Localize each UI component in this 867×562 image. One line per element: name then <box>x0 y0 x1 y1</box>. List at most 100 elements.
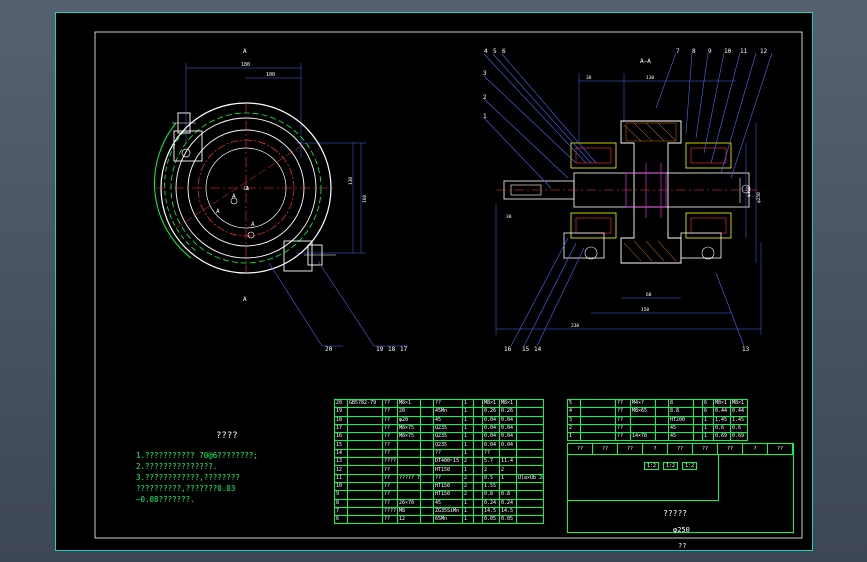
bom-cell: 0.5 <box>482 473 500 483</box>
svg-text:230: 230 <box>571 323 579 329</box>
bom-cell: 26×70 <box>397 498 421 508</box>
bom-cell <box>580 398 616 409</box>
bom-cell <box>347 481 383 492</box>
bom-cell: φ20 <box>397 415 421 425</box>
bom-cell <box>347 415 383 425</box>
bom-cell <box>516 423 544 434</box>
bom-cell: ?? <box>433 398 463 409</box>
callout-6: 6 <box>502 48 506 55</box>
bom-cell <box>347 407 383 417</box>
bom-cell <box>693 423 703 434</box>
callout-4: 4 <box>484 48 488 55</box>
bom-cell <box>473 490 483 500</box>
bom-cell <box>655 432 669 442</box>
bom-cell: 8 <box>668 398 694 409</box>
bom-cell: 17 <box>334 423 348 434</box>
bom-cell: 45Mn <box>433 407 463 417</box>
title-block-header-cell: ?? <box>693 444 718 454</box>
callout-11: 11 <box>740 48 748 55</box>
svg-text:φ160: φ160 <box>746 186 752 197</box>
bom-cell: 0.05 <box>499 515 517 525</box>
bom-cell: 11 <box>334 473 348 483</box>
bom-cell <box>473 448 483 459</box>
bom-cell <box>397 448 421 459</box>
bom-cell: 7 <box>334 506 348 517</box>
bom-cell: ?? <box>433 473 463 483</box>
bom-cell <box>347 506 383 517</box>
bom-cell: 0.26 <box>482 407 500 417</box>
bom-cell <box>420 498 434 508</box>
bom-cell: ZG35SiMn <box>433 506 463 517</box>
bom-cell <box>499 448 517 459</box>
note-line: ??????????,???????0.03 <box>136 484 236 493</box>
bom-cell <box>397 481 421 492</box>
bom-cell: M8×65 <box>630 407 656 417</box>
svg-text:60: 60 <box>646 292 652 298</box>
bom-cell: 0.8 <box>499 490 517 500</box>
bom-cell: 15 <box>334 440 348 450</box>
bom-cell: 10 <box>334 481 348 492</box>
bom-cell <box>347 498 383 508</box>
bom-cell: M8×1 <box>397 398 421 409</box>
bom-cell: 5 <box>567 398 581 409</box>
bom-cell: Q235 <box>433 423 463 434</box>
bom-cell: ?? <box>382 481 398 492</box>
title-block-header-cell: ? <box>643 444 668 454</box>
svg-text:180: 180 <box>241 62 250 68</box>
note-line: 3.????????????,???????? <box>136 473 240 482</box>
bom-cell <box>499 481 517 492</box>
svg-text:130: 130 <box>646 75 654 81</box>
svg-text:A: A <box>246 186 249 192</box>
title-block-header-cell: ?? <box>618 444 643 454</box>
bom-cell <box>473 398 483 409</box>
bom-cell: 11.4 <box>499 457 517 467</box>
bom-cell <box>347 440 383 450</box>
bom-row: 14????1?? <box>334 448 544 459</box>
bom-cell <box>693 398 703 409</box>
bom-cell <box>473 457 483 467</box>
bom-cell: 0.05 <box>482 515 500 525</box>
svg-text:38: 38 <box>586 75 592 81</box>
bom-cell: ?? <box>382 448 398 459</box>
bom-cell: 4 <box>567 407 581 417</box>
bom-cell <box>473 407 483 417</box>
title-block-header-cell: ? <box>743 444 768 454</box>
bom-cell: 6 <box>702 407 714 417</box>
bom-cell <box>693 415 703 425</box>
bom-cell: GB5782-79 <box>347 398 383 409</box>
bom-cell: 1 <box>702 423 714 434</box>
bom-cell: 45 <box>668 423 694 434</box>
bom-cell: ?? <box>382 515 398 525</box>
bom-cell <box>347 423 383 434</box>
bom-cell: M8×1 <box>499 398 517 409</box>
bom-cell <box>347 490 383 500</box>
bom-cell: ?? <box>482 448 500 459</box>
bom-cell: 14 <box>334 448 348 459</box>
section-title: A—A <box>640 58 651 65</box>
bom-cell <box>516 498 544 508</box>
callout-14: 14 <box>534 346 542 353</box>
bom-cell: 0.04 <box>499 440 517 450</box>
bom-cell: 1 <box>462 415 474 425</box>
title-block-header: ???????????????? <box>568 444 793 455</box>
bom-cell: 1 <box>702 415 714 425</box>
callout-2: 2 <box>483 94 487 101</box>
svg-text:130: 130 <box>348 177 354 185</box>
bom-cell: 1 <box>462 407 474 417</box>
bom-cell: 19 <box>334 407 348 417</box>
drawing-name: ????? <box>663 509 688 518</box>
title-block-header-cell: ?? <box>718 444 743 454</box>
bom-cell <box>420 448 434 459</box>
callout-9: 9 <box>708 48 712 55</box>
bom-cell: 1 <box>462 398 474 409</box>
bom-cell: 0.6 <box>713 423 731 434</box>
bom-cell: 0.6 <box>730 423 748 434</box>
